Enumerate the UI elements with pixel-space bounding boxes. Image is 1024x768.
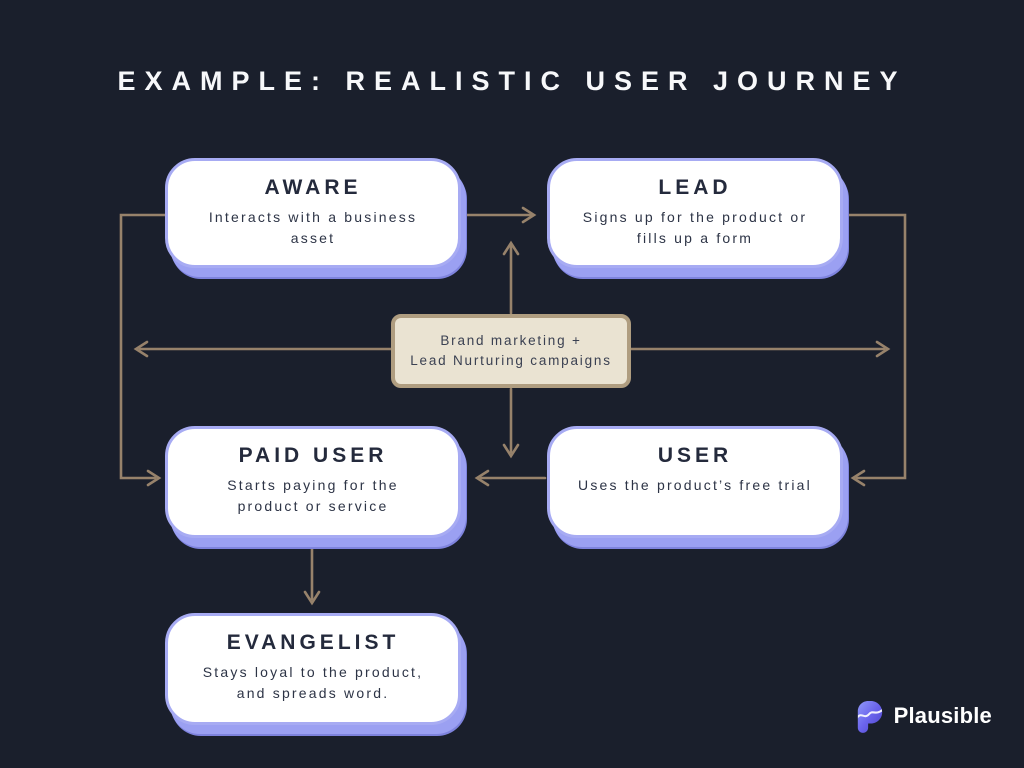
node-description: Stays loyal to the product, and spreads … <box>202 664 424 701</box>
node-description: Uses the product’s free trial <box>578 477 812 493</box>
plausible-p-icon <box>857 701 882 733</box>
node-title: AWARE <box>264 176 362 199</box>
node-lead: LEAD Signs up for the product or fills u… <box>547 158 843 268</box>
arrow-center-right <box>629 340 891 358</box>
arrow-right-loop-lead-to-user <box>843 213 907 487</box>
node-title: EVANGELIST <box>226 631 400 654</box>
node-user: USER Uses the product’s free trial <box>547 426 843 538</box>
node-title: LEAD <box>658 176 732 199</box>
arrow-center-down <box>502 387 520 459</box>
node-aware: AWARE Interacts with a business asset <box>165 158 461 268</box>
arrow-left-loop-aware-to-paid-user <box>119 213 167 487</box>
center-campaign-box: Brand marketing + Lead Nurturing campaig… <box>391 314 631 388</box>
node-title: PAID USER <box>238 444 388 467</box>
arrow-paid-user-to-evangelist <box>303 539 321 606</box>
node-paid-user: PAID USER Starts paying for the product … <box>165 426 461 538</box>
arrow-center-left <box>133 340 393 358</box>
node-description: Interacts with a business asset <box>208 209 418 246</box>
arrow-user-to-paid-user <box>474 469 547 487</box>
node-title: USER <box>657 444 733 467</box>
arrow-center-up <box>502 240 520 315</box>
node-evangelist: EVANGELIST Stays loyal to the product, a… <box>165 613 461 725</box>
brand-name: Plausible <box>893 703 992 728</box>
brand-watermark: Plausible <box>855 698 992 734</box>
node-description: Starts paying for the product or service <box>227 477 399 514</box>
diagram-title: EXAMPLE: REALISTIC USER JOURNEY <box>117 66 907 96</box>
node-description: Signs up for the product or fills up a f… <box>582 209 808 246</box>
arrow-aware-to-lead <box>461 206 537 224</box>
center-campaign-label: Brand marketing + Lead Nurturing campaig… <box>410 333 612 368</box>
